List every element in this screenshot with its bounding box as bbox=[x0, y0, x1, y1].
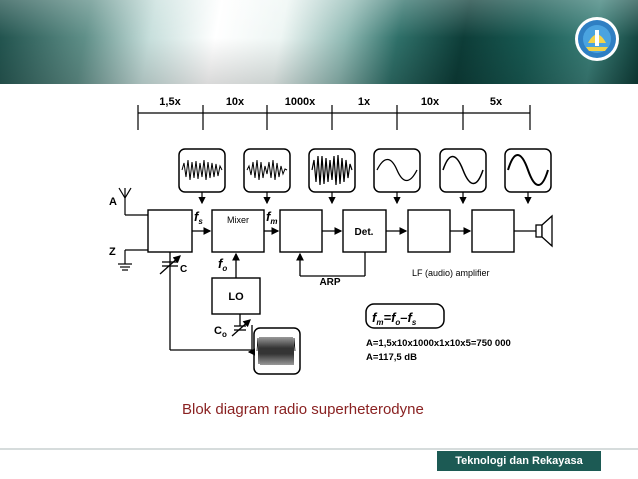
gain-label: 1000x bbox=[285, 96, 316, 108]
waveform-scope-row bbox=[178, 148, 552, 205]
block-diagram: 1,5x 10x 1000x 1x 10x 5x bbox=[109, 96, 553, 375]
frequency-equation-box bbox=[365, 303, 445, 329]
fm-label: fm bbox=[266, 209, 277, 226]
loudspeaker-icon bbox=[535, 214, 553, 248]
waveform-scope-detector bbox=[373, 148, 421, 205]
footer-label: Teknologi dan Rekayasa bbox=[455, 455, 583, 467]
oscillator-capacitor-icon bbox=[231, 319, 251, 337]
diagram-caption: Blok diagram radio superheterodyne bbox=[182, 401, 424, 418]
gain-label: 10x bbox=[421, 96, 440, 108]
gain-label: 1x bbox=[358, 96, 371, 108]
antenna-label: A bbox=[109, 196, 117, 208]
tut-wuri-handayani-emblem-icon bbox=[575, 17, 619, 61]
rf-amplifier-block bbox=[147, 209, 193, 253]
local-oscillator-block bbox=[211, 277, 261, 315]
waveform-scope-audio1 bbox=[439, 148, 487, 205]
audio-amplifier-1-block bbox=[407, 209, 451, 253]
waveform-scope-audio2 bbox=[504, 148, 552, 205]
gain-dimension-line bbox=[137, 105, 531, 130]
ground-label: Z bbox=[109, 246, 116, 258]
lf-amplifier-label: LF (audio) amplifier bbox=[412, 268, 490, 278]
detector-label: Det. bbox=[355, 227, 374, 238]
fs-label: fs bbox=[194, 209, 203, 226]
signal-path bbox=[169, 227, 536, 351]
arp-label: ARP bbox=[319, 277, 340, 288]
antenna-icon bbox=[118, 187, 148, 216]
gain-formula-line-1: A=1,5x10x1000x1x10x5=750 000 bbox=[366, 338, 511, 349]
header-banner-shade bbox=[0, 0, 638, 84]
fo-label: fo bbox=[218, 256, 227, 273]
gain-label: 10x bbox=[226, 96, 245, 108]
ground-icon bbox=[118, 249, 148, 271]
gain-formula-line-2: A=117,5 dB bbox=[366, 352, 417, 363]
waveform-scope-if bbox=[308, 148, 356, 205]
tuning-capacitor-icon bbox=[159, 255, 181, 275]
if-amplifier-block bbox=[279, 209, 323, 253]
header-banner bbox=[0, 0, 638, 84]
capacitor-label: C bbox=[180, 264, 187, 275]
waveform-scope-mixer bbox=[243, 148, 291, 205]
waveform-scope-rf bbox=[178, 148, 226, 205]
waveform-scope-oscillator bbox=[247, 327, 301, 375]
footer-badge: Teknologi dan Rekayasa bbox=[437, 451, 601, 471]
mixer-label: Mixer bbox=[227, 215, 249, 225]
lo-label: LO bbox=[228, 291, 244, 303]
gain-label: 1,5x bbox=[159, 96, 181, 108]
co-label: Co bbox=[214, 325, 227, 339]
footer-divider bbox=[0, 448, 638, 450]
frequency-equation: fm=fo–fs bbox=[372, 310, 417, 327]
audio-amplifier-2-block bbox=[471, 209, 515, 253]
gain-label: 5x bbox=[490, 96, 503, 108]
